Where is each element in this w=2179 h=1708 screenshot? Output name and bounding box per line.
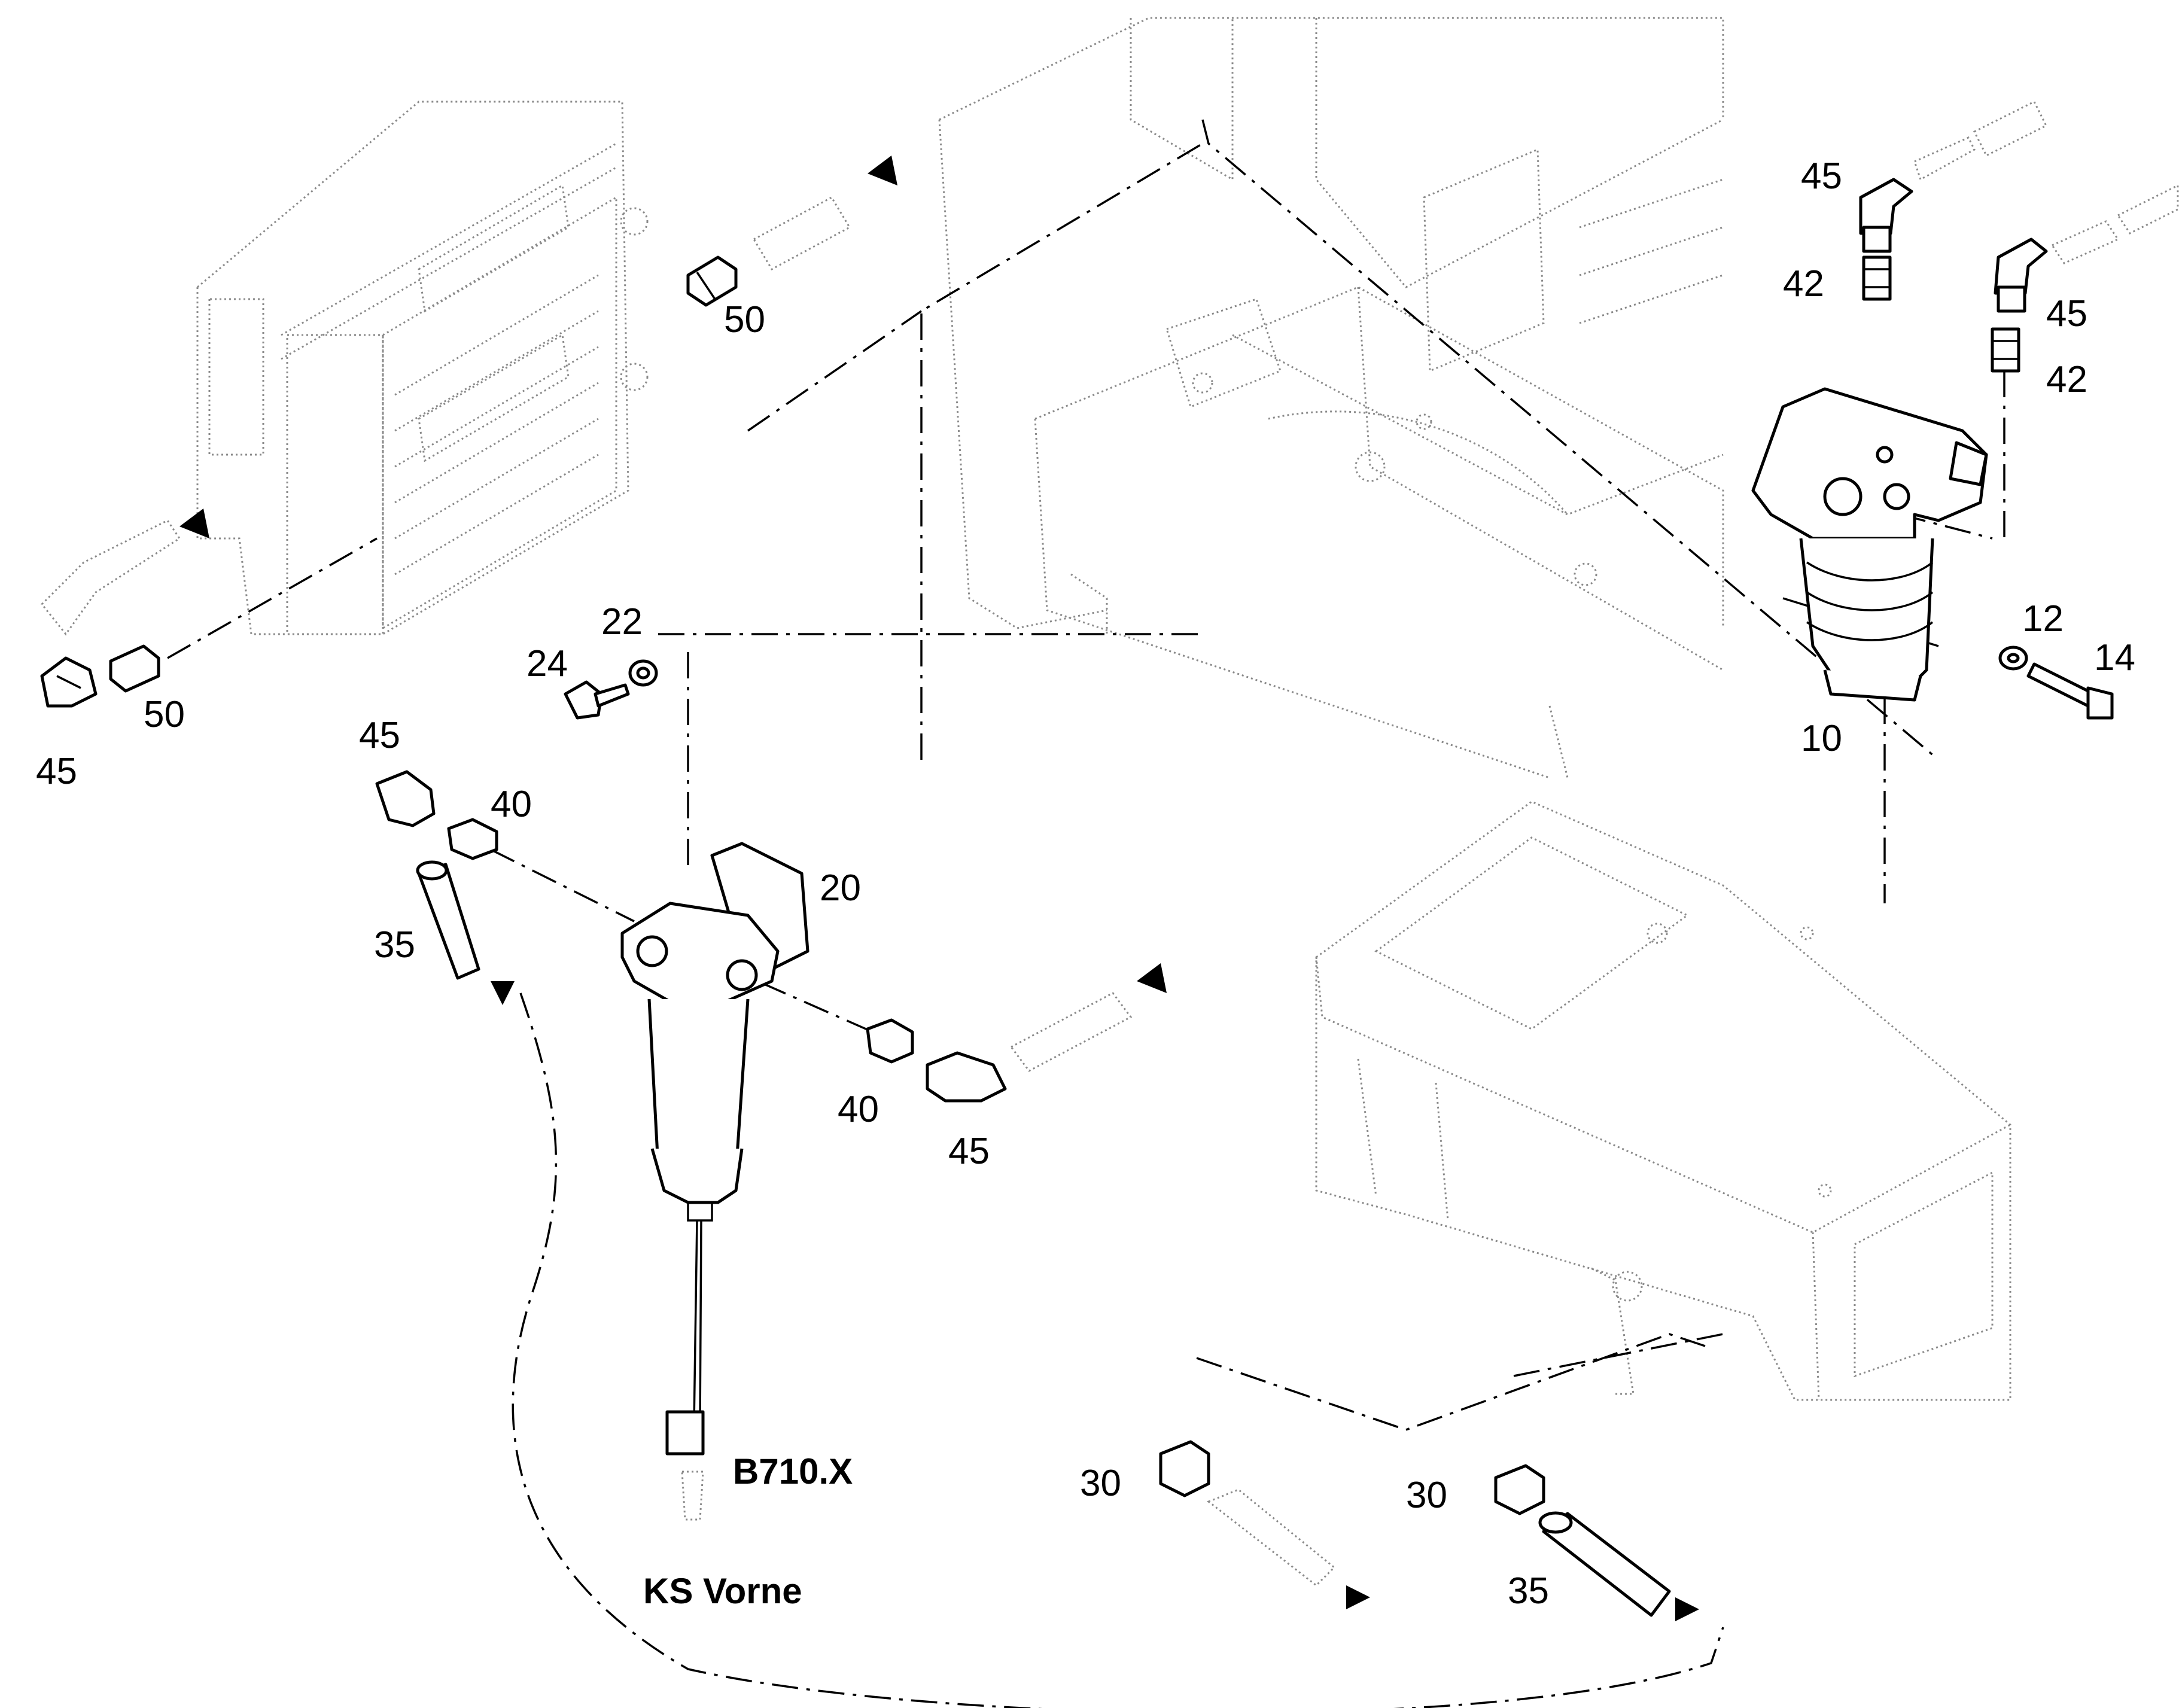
part-12-washer bbox=[1998, 646, 2028, 671]
callout-20: 20 bbox=[820, 867, 861, 909]
hose-ghost-upper bbox=[752, 196, 851, 270]
callout-45-mid: 45 bbox=[948, 1131, 990, 1172]
part-10-fuel-filter bbox=[1751, 387, 1988, 702]
part-45-nut-mid-left bbox=[375, 770, 436, 827]
part-30-elbow-left bbox=[1159, 1440, 1210, 1497]
radiator-ghost bbox=[196, 101, 649, 635]
callout-42-right: 42 bbox=[2046, 359, 2087, 400]
part-35-hose-right bbox=[1538, 1511, 1671, 1617]
hose-ghost-left bbox=[40, 519, 181, 636]
part-50-fitting-upper bbox=[686, 255, 738, 307]
callout-30-left: 30 bbox=[1080, 1463, 1121, 1504]
callout-45-top-right: 45 bbox=[1801, 156, 1842, 197]
background-frame bbox=[196, 17, 2011, 1401]
tank-ghost bbox=[1315, 800, 2011, 1401]
callout-45-left: 45 bbox=[36, 751, 77, 792]
flow-arrows bbox=[179, 156, 1699, 1621]
callout-50-lower: 50 bbox=[144, 694, 185, 735]
part-40-adapter-mid bbox=[866, 1018, 914, 1064]
callout-40-mid-left: 40 bbox=[491, 784, 532, 825]
callout-50-upper: 50 bbox=[724, 299, 765, 340]
callout-40-mid: 40 bbox=[838, 1089, 879, 1130]
part-30-elbow-right bbox=[1494, 1464, 1545, 1515]
part-45-elbow-left bbox=[40, 656, 98, 708]
part-35-hose-left bbox=[416, 860, 480, 980]
part-24-bolt bbox=[564, 680, 630, 720]
callout-30-right: 30 bbox=[1406, 1475, 1447, 1516]
part-40-adapter-mid-left bbox=[447, 818, 498, 860]
part-20-pre-filter bbox=[620, 842, 809, 1521]
callout-45-mid-left: 45 bbox=[359, 715, 400, 756]
chassis-ghost bbox=[938, 17, 1724, 779]
flow-arrow-lower bbox=[1346, 1585, 1370, 1609]
callout-45-right: 45 bbox=[2046, 293, 2087, 334]
hose-ghost-mid bbox=[1009, 992, 1133, 1072]
callout-42-top-right: 42 bbox=[1783, 263, 1824, 305]
part-45-elbow-upper-right-b bbox=[1994, 238, 2048, 313]
flow-arrow-upper bbox=[868, 156, 897, 185]
callout-22: 22 bbox=[601, 601, 643, 643]
part-22-washer bbox=[628, 659, 658, 687]
part-45-elbow-upper-right-a bbox=[1859, 178, 1913, 253]
flow-arrow-mid-left bbox=[491, 981, 515, 1005]
part-14-bolt bbox=[2026, 662, 2114, 720]
part-42-adapter-upper-right-b bbox=[1991, 327, 2020, 373]
callout-14: 14 bbox=[2094, 637, 2135, 678]
callout-10: 10 bbox=[1801, 718, 1842, 759]
flow-arrow-left bbox=[179, 509, 209, 538]
part-42-adapter-upper-right-a bbox=[1862, 255, 1892, 301]
callout-24: 24 bbox=[527, 643, 568, 684]
flow-arrow-lower-right bbox=[1675, 1597, 1699, 1621]
part-50-fitting-lower bbox=[109, 644, 160, 693]
callout-35-left: 35 bbox=[374, 924, 415, 966]
callout-35-right: 35 bbox=[1508, 1570, 1549, 1612]
flow-arrow-mid bbox=[1137, 963, 1167, 993]
connector-label: B710.X bbox=[733, 1451, 853, 1491]
hose-ghost-lower bbox=[1207, 1488, 1336, 1587]
part-45-elbow-mid bbox=[926, 1051, 1007, 1103]
callout-12: 12 bbox=[2022, 598, 2064, 640]
hose-ghosts-upper-right bbox=[1913, 100, 2179, 264]
assembly-leaders bbox=[167, 119, 2005, 1708]
connector-location-label: KS Vorne bbox=[643, 1571, 802, 1611]
callouts: 45 42 45 42 12 14 10 50 45 50 22 24 45 4… bbox=[36, 156, 2135, 1612]
